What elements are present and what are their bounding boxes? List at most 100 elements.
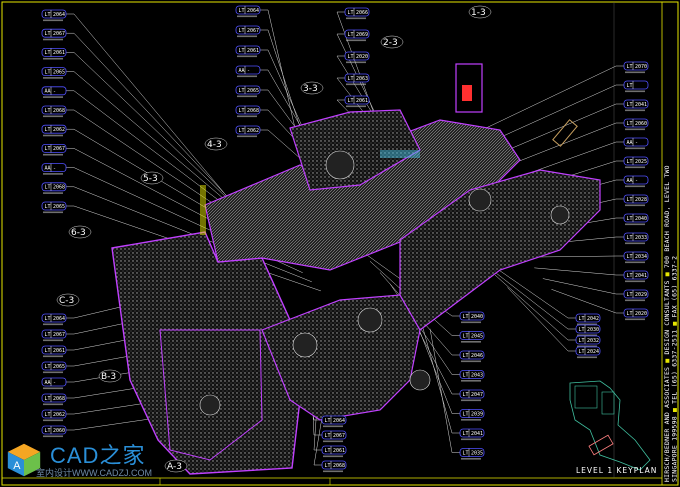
tag-subtext [625,280,645,283]
tag-code: 2068 [247,108,259,114]
tag-type: LT [579,338,585,344]
tag-code: 2034 [635,254,647,260]
tag-callout[interactable]: AA- [41,163,67,175]
tag-type: LT [463,314,469,320]
tag-box [235,25,261,35]
tag-subtext [461,438,481,441]
tag-code: 2033 [635,235,647,241]
tag-callout[interactable]: AA- [623,137,649,150]
tag-code: 2070 [635,64,647,70]
tag-subtext [323,470,343,473]
tag-type: LT [348,76,354,82]
tag-type: LT [45,428,51,434]
tag-subtext [625,318,645,321]
tag-subtext [577,356,597,359]
tag-subtext [461,321,481,324]
tag-box [575,324,601,334]
tag-subtext [43,323,63,326]
tag-box [41,124,67,134]
section-marker[interactable]: 3-3 [300,81,324,95]
tag-subtext [43,211,63,214]
tag-callout[interactable]: LT [623,80,649,93]
section-marker[interactable]: B-3 [98,369,122,383]
tag-code: 2068 [53,108,65,114]
tag-code: 2046 [471,353,483,359]
tag-subtext [461,341,481,343]
section-marker[interactable]: 5-3 [140,171,164,185]
tag-subtext [43,38,63,41]
tag-type: LT [45,332,51,338]
section-marker[interactable]: 4-3 [204,137,228,151]
wing-east [399,169,601,331]
leader-line [507,287,576,352]
tag-callout[interactable]: AA- [41,377,67,390]
tag-callout[interactable]: AA- [235,65,261,78]
tag-box [235,45,261,55]
section-marker[interactable]: 1-3 [468,5,492,19]
section-marker[interactable]: C-3 [56,293,80,307]
tag-callout[interactable]: AA- [623,175,649,188]
tag-box [575,335,601,345]
tag-code: 2064 [333,418,345,424]
section-marker[interactable]: 6-3 [68,225,92,239]
tag-callout[interactable]: AA- [41,86,67,98]
section-marker[interactable]: 2-3 [380,35,404,49]
section-marker[interactable]: A-3 [164,459,188,473]
